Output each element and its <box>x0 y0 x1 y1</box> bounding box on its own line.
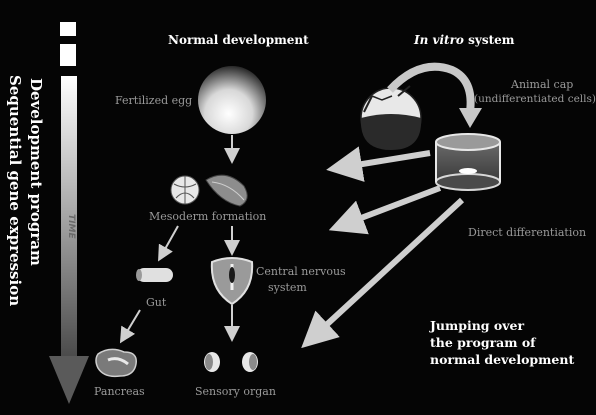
gut-label: Gut <box>146 296 166 309</box>
arrow-mesoderm-to-gut <box>160 226 178 258</box>
note-line3: normal development <box>430 352 574 367</box>
arrow-cap-to-dish-head <box>459 108 482 128</box>
cns-icon <box>212 258 252 304</box>
cns-label-line1: Central nervous <box>256 265 346 278</box>
mesoderm-label: Mesoderm formation <box>149 210 266 223</box>
arrow-dish-to-mesoderm <box>338 153 430 168</box>
fertilized-egg-icon <box>198 66 266 134</box>
sensory-organ-label: Sensory organ <box>195 385 276 398</box>
culture-dish-icon <box>436 134 500 190</box>
arrow-dish-to-cns <box>340 188 440 226</box>
gut-icon <box>136 268 173 282</box>
time-label: TIME <box>66 214 76 239</box>
note-line1: Jumping over <box>430 318 524 333</box>
animal-cap-icon <box>361 86 421 150</box>
cns-label-line2: system <box>268 281 307 294</box>
animal-cap-label-line1: Animal cap <box>511 78 573 91</box>
pancreas-icon <box>96 349 136 376</box>
normal-development-header: Normal development <box>168 33 309 47</box>
in-vitro-rest: system <box>464 33 515 47</box>
time-bar <box>49 22 89 404</box>
mesoderm-icon <box>171 175 247 206</box>
sensory-organ-icon <box>204 352 258 372</box>
animal-cap-label-line2: (undifferentiated cells) <box>474 93 596 105</box>
in-vitro-em: In vitro <box>414 33 464 47</box>
development-program-label: Development program <box>27 78 45 266</box>
direct-differentiation-label: Direct differentiation <box>468 226 586 239</box>
sequential-gene-expression-label: Sequential gene expression <box>6 75 24 306</box>
note-line2: the program of <box>430 335 536 350</box>
fertilized-egg-label: Fertilized egg <box>115 94 192 107</box>
pancreas-label: Pancreas <box>94 385 145 398</box>
in-vitro-header: In vitro system <box>414 33 514 47</box>
arrow-gut-to-pancreas <box>122 310 140 340</box>
